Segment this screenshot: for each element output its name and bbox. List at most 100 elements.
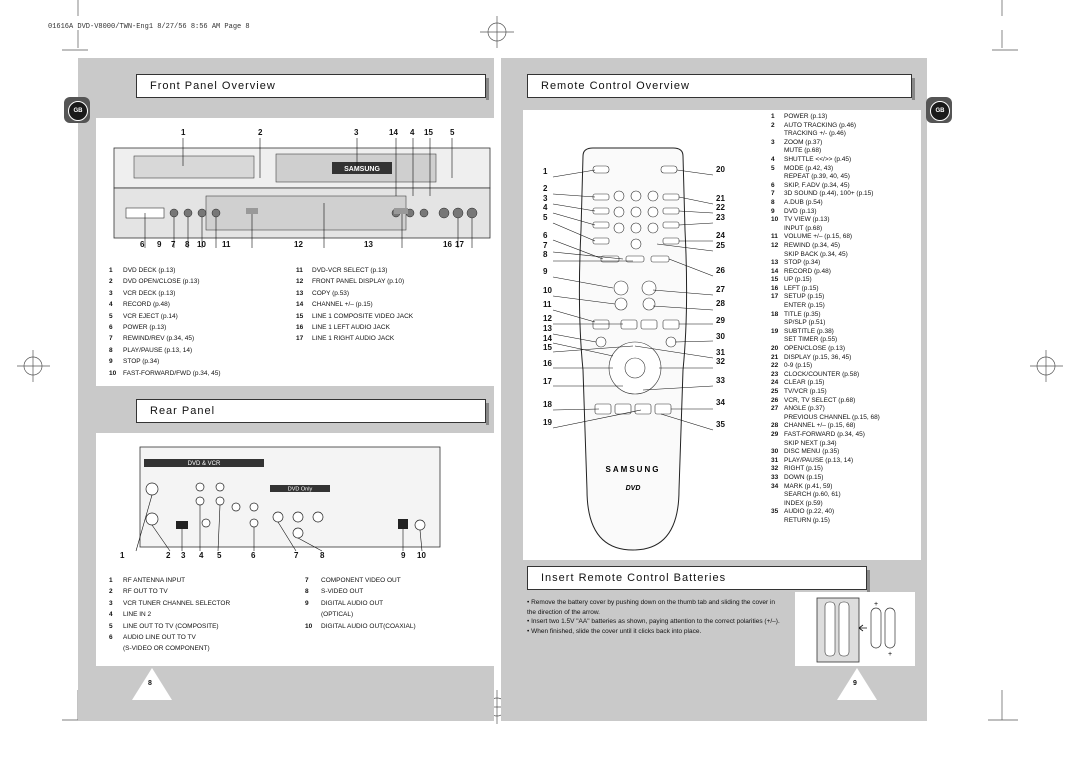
list-item: • When finished, slide the cover until i…: [527, 627, 702, 635]
item-text: FAST-FORWARD (p.34, 45): [784, 430, 865, 438]
item-number: [771, 336, 784, 345]
rear-callout-10: 10: [417, 551, 426, 560]
remote-callout-33: 33: [716, 376, 725, 385]
remote-title: Remote Control Overview: [527, 74, 915, 100]
item-text: SEARCH (p.60, 61): [784, 491, 841, 499]
item-text: REWIND (p.34, 45): [784, 241, 840, 249]
item-number: 8: [771, 198, 775, 206]
item-text: OPEN/CLOSE (p.13): [784, 345, 846, 353]
list-item: SKIP BACK (p.34, 45): [771, 251, 880, 260]
remote-callout-5: 5: [543, 213, 548, 222]
item-number: 30: [771, 448, 779, 456]
item-text: DISPLAY (p.15, 36, 45): [784, 353, 852, 361]
item-number: [771, 225, 784, 234]
item-text: AUTO TRACKING (p.46): [784, 121, 856, 129]
front-callout-14: 14: [389, 128, 398, 137]
item-text: VCR, TV SELECT (p.68): [784, 396, 856, 404]
item-number: [771, 147, 784, 156]
item-text: TITLE (p.35): [784, 310, 821, 318]
item-number: [771, 414, 784, 423]
remote-callout-35: 35: [716, 420, 725, 429]
list-item: REPEAT (p.39, 40, 45): [771, 173, 880, 182]
rear-callout-4: 4: [199, 551, 204, 560]
item-text: REPEAT (p.39, 40, 45): [784, 173, 850, 181]
remote-callout-18: 18: [543, 400, 552, 409]
item-number: 34: [771, 482, 779, 490]
remote-brand-text: SAMSUNG: [606, 465, 661, 474]
remote-callout-1: 1: [543, 167, 548, 176]
item-text: SKIP BACK (p.34, 45): [784, 250, 848, 258]
list-item: (OPTICAL): [321, 611, 354, 619]
item-text: PREVIOUS CHANNEL (p.15, 68): [784, 413, 880, 421]
item-text: INDEX (p.59): [784, 499, 823, 507]
list-item: SKIP NEXT (p.34): [771, 440, 880, 449]
item-number: 19: [771, 327, 779, 335]
remote-callout-19: 19: [543, 418, 552, 427]
item-text: SUBTITLE (p.38): [784, 327, 834, 335]
item-number: 31: [771, 456, 779, 464]
remote-callout-28: 28: [716, 299, 725, 308]
front-callout-13: 13: [364, 240, 373, 249]
svg-text:+: +: [874, 601, 878, 608]
item-number: [771, 491, 784, 500]
item-text: DVD (p.13): [784, 207, 817, 215]
dvd-only-label: DVD Only: [288, 487, 313, 493]
list-item: PREVIOUS CHANNEL (p.15, 68): [771, 414, 880, 423]
item-number: 3: [771, 138, 775, 146]
item-text: RETURN (p.15): [784, 516, 830, 524]
item-number: 14: [771, 267, 779, 275]
remote-callout-12: 12: [543, 314, 552, 323]
batteries-title: Insert Remote Control Batteries: [527, 566, 870, 592]
item-text: VOLUME +/– (p.15, 68): [784, 233, 853, 241]
item-text: TV VIEW (p.13): [784, 216, 830, 224]
list-item: INPUT (p.68): [771, 225, 880, 234]
front-callout-5: 5: [450, 128, 455, 137]
item-text: INPUT (p.68): [784, 224, 823, 232]
remote-callout-4: 4: [543, 203, 548, 212]
item-number: 26: [771, 396, 779, 404]
item-number: 24: [771, 379, 779, 387]
remote-callout-23: 23: [716, 213, 725, 222]
rear-callout-2: 2: [166, 551, 171, 560]
list-item: TRACKING +/- (p.46): [771, 130, 880, 139]
remote-callout-3: 3: [543, 194, 548, 203]
item-text: PLAY/PAUSE (p.13, 14): [784, 456, 854, 464]
item-text: A.DUB (p.54): [784, 198, 823, 206]
list-item: 19 SUBTITLE (p.38): [771, 328, 880, 337]
item-number: 27: [771, 405, 779, 413]
front-callout-4: 4: [410, 128, 415, 137]
item-text: CLEAR (p.15): [784, 379, 825, 387]
item-text: STOP (p.34): [784, 259, 821, 267]
item-text: SP/SLP (p.51): [784, 319, 826, 327]
remote-callout-17: 17: [543, 377, 552, 386]
item-text: CLOCK/COUNTER (p.58): [784, 370, 860, 378]
item-number: 23: [771, 370, 779, 378]
item-text: SHUTTLE <</>> (p.45): [784, 155, 852, 163]
item-number: 6: [771, 181, 775, 189]
item-text: DOWN (p.15): [784, 473, 824, 481]
remote-callout-30: 30: [716, 332, 725, 341]
